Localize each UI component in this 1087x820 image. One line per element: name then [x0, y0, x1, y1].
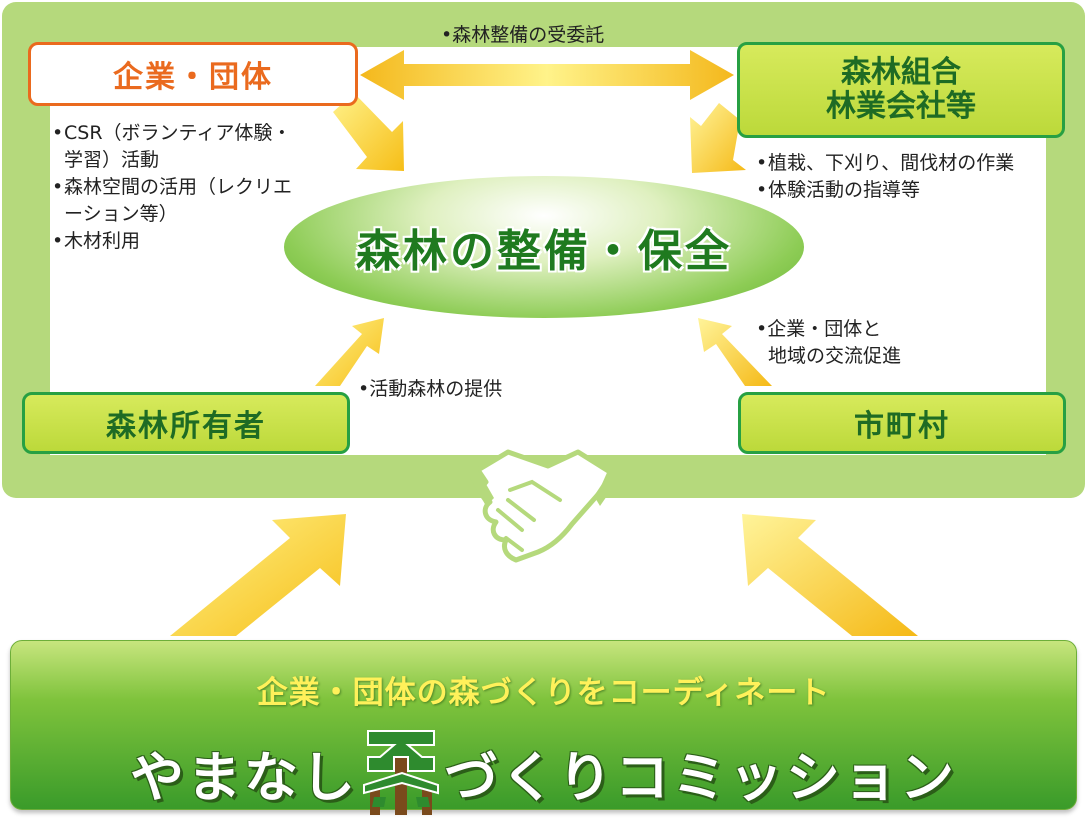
note-coop-item-2: 体験活動の指導等: [768, 179, 921, 201]
double-arrow-icon: [360, 50, 734, 100]
center-ellipse: 森林の整備・保全: [284, 176, 804, 318]
note-bullet: •: [756, 179, 768, 201]
note-company-item-3: 木材利用: [64, 230, 141, 252]
note-company-activities: •CSR（ボランティア体験・学習）活動 •森林空間の活用（レクリエーション等） …: [52, 120, 302, 255]
note-city-line2: 地域の交流促進: [756, 343, 996, 370]
note-bullet: •: [756, 318, 768, 340]
center-title: 森林の整備・保全: [356, 226, 732, 277]
arrow-commission-right-icon: [742, 514, 918, 636]
forest-owner-label: 森林所有者: [106, 409, 266, 444]
commission-title-suffix: づくりコミッション: [444, 745, 957, 809]
company-group-label: 企業・団体: [113, 60, 273, 95]
forest-cooperative-label-line2: 林業会社等: [826, 89, 976, 124]
company-group-box: 企業・団体: [28, 42, 358, 106]
note-city-exchange: •企業・団体と 地域の交流促進: [756, 316, 996, 370]
forest-cooperative-label-line1: 森林組合: [841, 55, 961, 90]
note-bullet: •: [756, 152, 768, 174]
municipality-label: 市町村: [854, 409, 950, 444]
note-bullet: •: [441, 24, 453, 46]
note-bullet: •: [358, 378, 370, 400]
commission-title-prefix: やまなし: [130, 745, 358, 809]
commission-title: やまなし 森 づくりコミッション: [11, 727, 1076, 817]
note-city-line2-text: 地域の交流促進: [768, 345, 902, 367]
note-owner-provision: •活動森林の提供: [358, 376, 502, 403]
note-coop-item-1: 植栽、下刈り、間伐材の作業: [768, 152, 1015, 174]
handshake-icon: [470, 449, 618, 563]
note-city-line1: •企業・団体と: [756, 316, 996, 343]
note-owner-text: 活動森林の提供: [369, 378, 503, 400]
note-bullet: •: [52, 176, 64, 198]
arrow-city-to-center-icon: [698, 318, 772, 386]
commission-panel: 企業・団体の森づくりをコーディネート やまなし 森 づくりコミッション: [10, 640, 1077, 815]
list-item: •植栽、下刈り、間伐材の作業: [756, 150, 1056, 177]
arrow-owner-to-center-icon: [315, 318, 384, 386]
forest-owner-box: 森林所有者: [22, 392, 350, 454]
commission-subtitle: 企業・団体の森づくりをコーディネート: [256, 675, 831, 711]
municipality-box: 市町村: [738, 392, 1066, 454]
list-item: •木材利用: [52, 228, 302, 255]
forest-cooperative-box: 森林組合 林業会社等: [737, 42, 1065, 138]
note-top-text: 森林整備の受委託: [452, 24, 605, 46]
note-bullet: •: [52, 122, 64, 144]
note-company-item-1: CSR（ボランティア体験・学習）活動: [64, 122, 292, 171]
list-item: •CSR（ボランティア体験・学習）活動: [52, 120, 302, 174]
arrow-coop-to-center-icon: [690, 103, 746, 173]
note-coop-activities: •植栽、下刈り、間伐材の作業 •体験活動の指導等: [756, 150, 1056, 204]
mori-logo-icon: 森: [363, 730, 439, 815]
list-item: •森林空間の活用（レクリエーション等）: [52, 174, 302, 228]
list-item: •体験活動の指導等: [756, 177, 1056, 204]
note-company-item-2: 森林空間の活用（レクリエーション等）: [64, 176, 293, 225]
note-city-line1-text: 企業・団体と: [767, 318, 882, 340]
note-forest-maintenance-contract: •森林整備の受委託: [441, 22, 604, 49]
arrow-company-to-center-icon: [333, 93, 404, 171]
note-bullet: •: [52, 230, 64, 252]
arrow-commission-left-icon: [170, 514, 346, 636]
